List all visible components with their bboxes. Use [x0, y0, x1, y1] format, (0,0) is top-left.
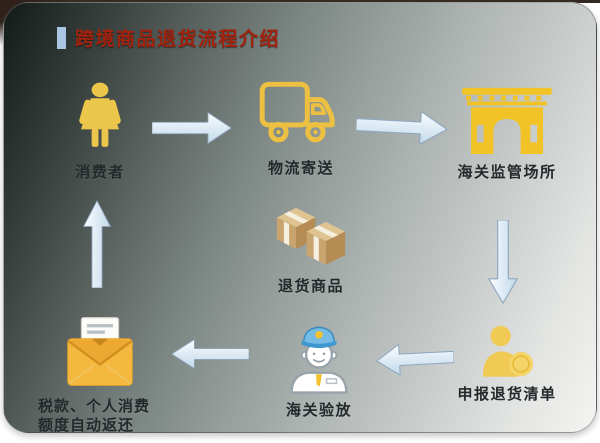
woman-icon	[61, 80, 139, 161]
customs-site-label: 海关监管场所	[457, 164, 557, 181]
refund-label-line2: 额度自动返还	[38, 417, 135, 434]
node-customs-release: 海关验放	[274, 312, 364, 420]
returned-goods-label: 退货商品	[277, 278, 344, 295]
declare-list-label: 申报退货清单	[457, 386, 557, 403]
page-title: 跨境商品退货流程介绍	[75, 29, 281, 50]
logistics-label: 物流寄送	[267, 160, 334, 177]
arrow-consumer-to-logistics	[152, 112, 232, 144]
delivery-truck-icon	[255, 78, 347, 157]
arrow-customs-release-to-refund	[171, 339, 249, 369]
node-declare-list: 申报退货清单	[452, 322, 562, 404]
customs-release-label: 海关验放	[285, 402, 352, 419]
arrow-declare-list-to-customs-release	[376, 343, 455, 376]
photo-top-edge	[0, 0, 600, 3]
node-returned-goods: 退货商品	[258, 200, 364, 296]
arrow-refund-to-consumer	[83, 200, 111, 288]
person-coin-icon	[474, 322, 540, 383]
node-consumer: 消费者	[52, 80, 148, 182]
customs-building-icon	[458, 84, 556, 161]
parcel-boxes-icon	[261, 200, 361, 275]
node-customs-site: 海关监管场所	[448, 84, 566, 182]
title-block: 跨境商品退货流程介绍	[57, 24, 280, 51]
node-logistics: 物流寄送	[250, 78, 352, 178]
refund-label: 税款、个人消费 额度自动返还	[38, 397, 150, 435]
title-accent-bar	[57, 26, 66, 49]
node-refund: 税款、个人消费 额度自动返还	[38, 316, 184, 435]
consumer-label: 消费者	[75, 164, 125, 181]
envelope-icon	[58, 316, 142, 397]
customs-officer-icon	[281, 312, 357, 399]
arrow-logistics-to-customs-site	[355, 111, 448, 145]
arrow-customs-site-to-declare-list	[488, 220, 518, 304]
refund-label-line1: 税款、个人消费	[38, 398, 151, 415]
